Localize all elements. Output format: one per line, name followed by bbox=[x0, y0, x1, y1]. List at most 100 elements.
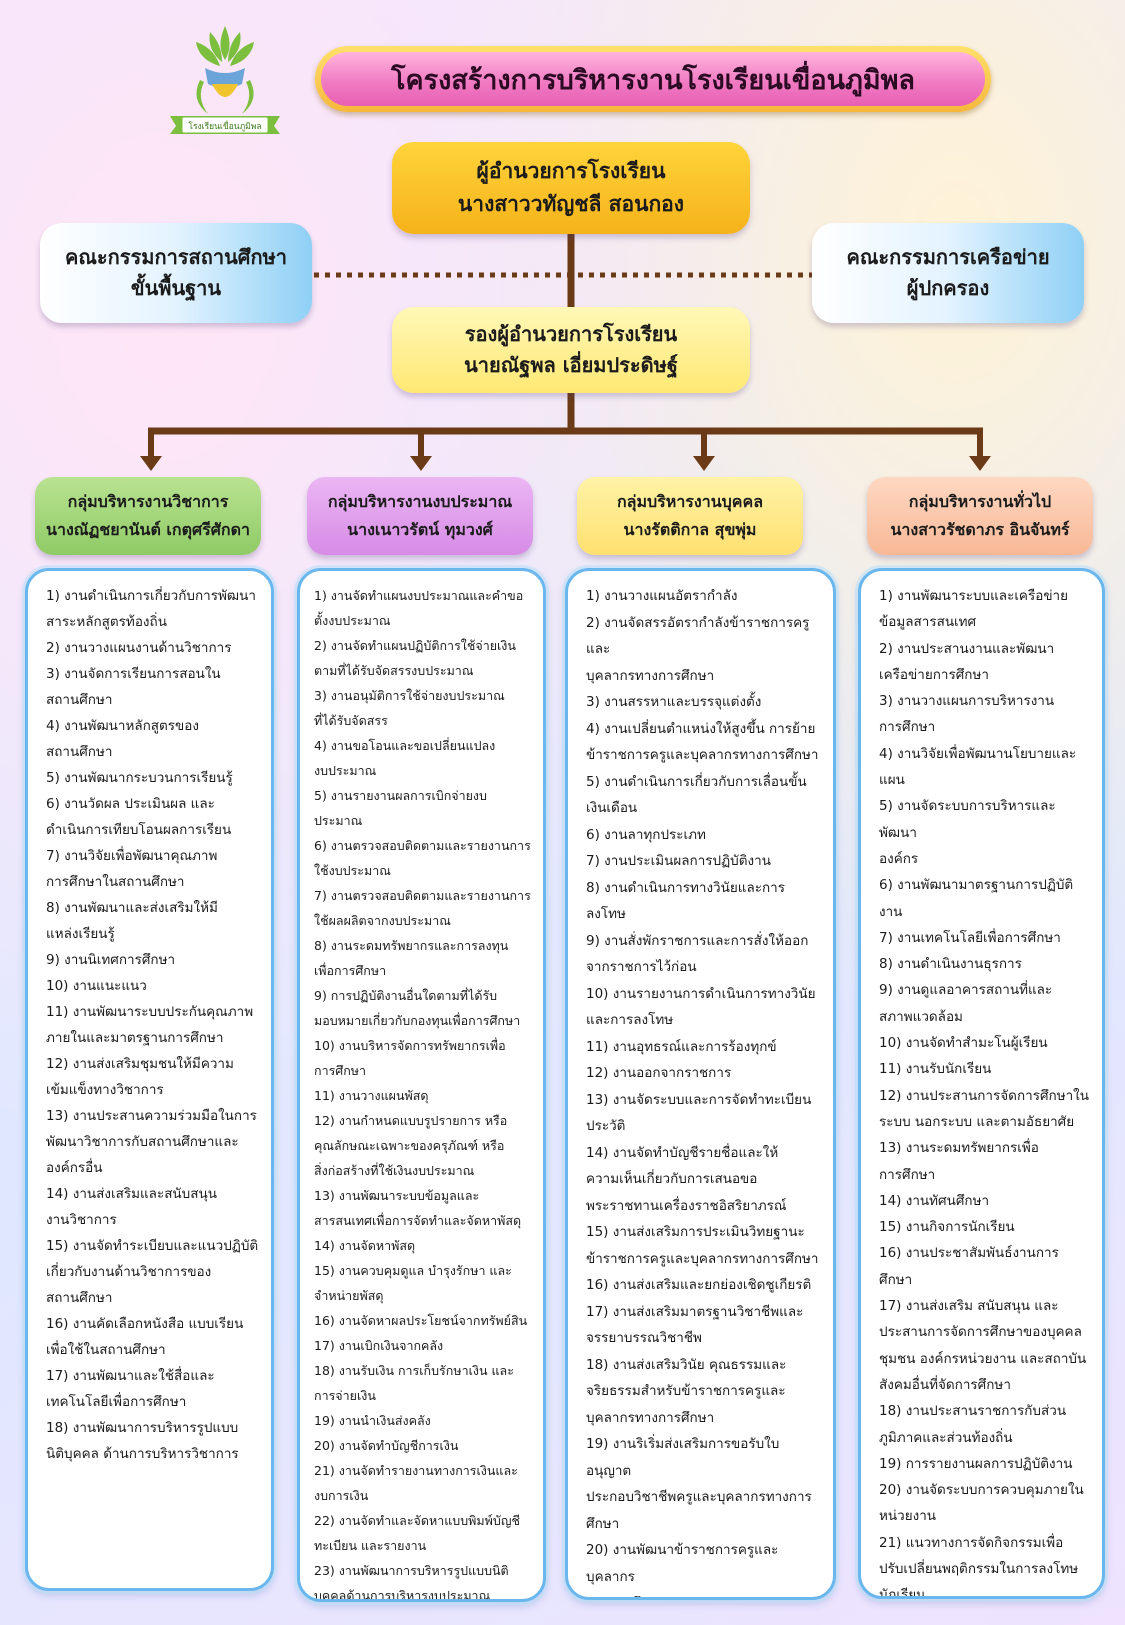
task-item: 16) งานคัดเลือกหนังสือ แบบเรียน bbox=[46, 1316, 244, 1332]
group-title: กลุ่มบริหารงานบุคคล bbox=[616, 492, 763, 511]
task-item: 22) งานจัดทำและจัดหาแบบพิมพ์บัญชี bbox=[314, 1513, 520, 1528]
task-item: แหล่งเรียนรู้ bbox=[46, 926, 115, 942]
task-item: ดำเนินการเทียบโอนผลการเรียน bbox=[46, 822, 232, 838]
task-item: 20) งานพัฒนาข้าราชการครูและบุคลากร bbox=[586, 1542, 779, 1585]
task-item: องค์กรอื่น bbox=[46, 1160, 103, 1176]
task-item: 17) งานส่งเสริมมาตรฐานวิชาชีพและ bbox=[586, 1303, 804, 1320]
task-item: 12) งานส่งเสริมชุมชนให้มีความ bbox=[46, 1056, 234, 1072]
task-item: ข้าราชการครูและบุคลากรทางการศึกษา bbox=[586, 747, 819, 763]
task-item: ใช้งบประมาณ bbox=[314, 863, 391, 878]
task-item: 15) งานควบคุมดูแล บำรุงรักษา และ bbox=[314, 1263, 512, 1278]
task-item: นักเรียน bbox=[879, 1587, 926, 1599]
deputy-name: นายณัฐพล เอี่ยมประดิษฐ์ bbox=[464, 353, 678, 377]
task-item: 11) งานพัฒนาระบบประกันคุณภาพ bbox=[46, 1004, 254, 1020]
task-item: งบการเงิน bbox=[314, 1488, 369, 1503]
task-item: ทะเบียน และรายงาน bbox=[314, 1538, 427, 1553]
task-item: ความเห็นเกี่ยวกับการเสนอขอ bbox=[586, 1171, 758, 1187]
task-item: 15) งานจัดทำระเบียบและแนวปฏิบัติ bbox=[46, 1238, 259, 1254]
task-item: 21) แนวทางการจัดกิจกรรมเพื่อ bbox=[879, 1534, 1064, 1551]
task-item: การศึกษา bbox=[879, 1166, 936, 1183]
task-item: บุคลากรทางการศึกษา bbox=[586, 667, 715, 684]
director-name: นางสาววทัญชลี สอนกอง bbox=[457, 192, 685, 216]
task-item: 15) งานกิจการนักเรียน bbox=[879, 1219, 1015, 1236]
task-item: ประสานการจัดการศึกษาของบุคคล bbox=[879, 1324, 1082, 1341]
group-head-academic: กลุ่มบริหารงานวิชาการ นางณัฏชยานันต์ เกต… bbox=[35, 477, 261, 555]
task-item: 3) งานวางแผนการบริหารงาน bbox=[879, 693, 1055, 710]
task-item: จรรยาบรรณวิชาชีพ bbox=[586, 1330, 702, 1346]
task-item: 7) งานตรวจสอบติดตามและรายงานการ bbox=[314, 888, 531, 903]
task-item: ประวัติ bbox=[586, 1118, 626, 1134]
task-item: 10) งานบริหารจัดการทรัพยากรเพื่อ bbox=[314, 1038, 506, 1053]
task-item: 3) งานอนุมัติการใช้จ่ายงบประมาณ bbox=[314, 688, 505, 703]
task-item: 2) งานประสานงานและพัฒนา bbox=[879, 640, 1055, 657]
group-title: กลุ่มบริหารงานงบประมาณ bbox=[327, 492, 513, 511]
school-logo: โรงเรียนเขื่อนภูมิพล bbox=[160, 18, 290, 138]
task-item: การศึกษา bbox=[879, 719, 936, 736]
task-item: คุณลักษณะเฉพาะของครุภัณฑ์ หรือ bbox=[314, 1138, 505, 1153]
task-item: 17) งานพัฒนาและใช้สื่อและ bbox=[46, 1368, 215, 1384]
task-item: 17) งานเบิกเงินจากคลัง bbox=[314, 1338, 444, 1353]
task-item: 8) งานดำเนินงานธุรการ bbox=[879, 956, 1022, 973]
board-right-line2: ผู้ปกครอง bbox=[906, 276, 990, 300]
task-item: 4) งานเปลี่ยนตำแหน่งให้สูงขึ้น การย้าย bbox=[586, 720, 816, 737]
task-item: 21) งานจัดทำรายงานทางการเงินและ bbox=[314, 1463, 518, 1478]
task-item: บุคคลด้านการบริหารงบประมาณ bbox=[314, 1588, 491, 1602]
task-item: 13) งานจัดระบบและการจัดทำทะเบียน bbox=[586, 1091, 812, 1108]
task-item: 13) งานประสานความร่วมมือในการ bbox=[46, 1108, 257, 1124]
task-item: และการลงโทษ bbox=[586, 1012, 674, 1028]
task-item: 14) งานจัดทำบัญชีรายชื่อและให้ bbox=[586, 1144, 779, 1161]
deputy-position: รองผู้อำนวยการโรงเรียน bbox=[464, 322, 678, 346]
task-item: 20) งานจัดระบบการควบคุมภายใน bbox=[879, 1482, 1084, 1499]
task-item: การศึกษาในสถานศึกษา bbox=[46, 874, 185, 890]
group-head-personnel: กลุ่มบริหารงานบุคคล นางรัตติกาล สุขพุ่ม bbox=[577, 477, 803, 555]
task-item: 14) งานทัศนศึกษา bbox=[879, 1192, 990, 1209]
task-item: 13) งานพัฒนาระบบข้อมูลและ bbox=[314, 1188, 480, 1203]
task-item: 7) งานประเมินผลการปฏิบัติงาน bbox=[586, 853, 771, 869]
task-item: ใช้ผลผลิตจากงบประมาณ bbox=[314, 913, 451, 928]
task-item: 6) งานวัดผล ประเมินผล และ bbox=[46, 796, 215, 812]
arrow-1 bbox=[140, 456, 162, 471]
task-item: งานวิชาการ bbox=[46, 1212, 117, 1228]
task-item: 12) งานกำหนดแบบรูปรายการ หรือ bbox=[314, 1113, 508, 1128]
task-item: สภาพแวดล้อม bbox=[879, 1008, 963, 1025]
task-item: ทางการศึกษา bbox=[586, 1590, 823, 1597]
group-title: กลุ่มบริหารงานทั่วไป bbox=[908, 492, 1052, 511]
director-node: ผู้อำนวยการโรงเรียน นางสาววทัญชลี สอนกอง bbox=[392, 142, 750, 234]
task-item: เครือข่ายการศึกษา bbox=[879, 666, 989, 683]
task-item: 6) งานตรวจสอบติดตามและรายงานการ bbox=[314, 838, 531, 853]
board-left-line1: คณะกรรมการสถานศึกษา bbox=[65, 245, 287, 269]
task-item: เงินเดือน bbox=[586, 800, 638, 816]
group-head-name: นางเนาวรัตน์ ทุมวงศ์ bbox=[347, 520, 493, 539]
deputy-director-node: รองผู้อำนวยการโรงเรียน นายณัฐพล เอี่ยมปร… bbox=[392, 307, 750, 393]
task-item: ศึกษา bbox=[586, 1515, 620, 1532]
page-title: โครงสร้างการบริหารงานโรงเรียนเขื่อนภูมิพ… bbox=[321, 52, 985, 106]
basic-education-board-node: คณะกรรมการสถานศึกษา ขั้นพื้นฐาน bbox=[40, 223, 312, 323]
task-item: ปรับเปลี่ยนพฤติกรรมในการลงโทษ bbox=[879, 1560, 1079, 1577]
task-item: ข้อมูลสารสนเทศ bbox=[879, 614, 977, 631]
task-item: เกี่ยวกับงานด้านวิชาการของ bbox=[46, 1264, 212, 1280]
arrow-2 bbox=[410, 456, 432, 471]
task-item: 1) งานวางแผนอัตรากำลัง bbox=[586, 588, 738, 604]
task-item: ชุมชน องค์กรหน่วยงาน และสถาบัน bbox=[879, 1350, 1087, 1367]
task-item: 20) งานจัดทำบัญชีการเงิน bbox=[314, 1438, 459, 1453]
task-item: 11) งานอุทธรณ์และการร้องทุกข์ bbox=[586, 1038, 777, 1055]
task-list-academic: 1) งานดำเนินการเกี่ยวกับการพัฒนาสาระหลัก… bbox=[25, 568, 274, 1591]
task-item: สารสนเทศเพื่อการจัดทำและจัดหาพัสดุ bbox=[314, 1213, 522, 1228]
task-item: บุคลากรทางการศึกษา bbox=[586, 1409, 715, 1426]
board-right-line1: คณะกรรมการเครือข่าย bbox=[846, 245, 1050, 269]
task-item: 1) งานจัดทำแผนงบประมาณและคำขอ bbox=[314, 588, 524, 603]
task-item: การศึกษา bbox=[314, 1063, 367, 1078]
task-item: 9) งานดูแลอาคารสถานที่และ bbox=[879, 982, 1053, 999]
task-item: 8) งานดำเนินการทางวินัยและการลงโทษ bbox=[586, 879, 785, 923]
task-item: 5) งานพัฒนากระบวนการเรียนรู้ bbox=[46, 770, 233, 786]
task-item: 7) งานเทคโนโลยีเพื่อการศึกษา bbox=[879, 929, 1061, 946]
task-item: 1) งานพัฒนาระบบและเครือข่าย bbox=[879, 588, 1069, 604]
task-item: 15) งานส่งเสริมการประเมินวิทยฐานะ bbox=[586, 1224, 805, 1240]
task-item: 18) งานประสานราชการกับส่วน bbox=[879, 1403, 1067, 1420]
task-item: 2) งานจัดสรรอัตรากำลังข้าราชการครูและ bbox=[586, 614, 810, 658]
task-item: องค์กร bbox=[879, 850, 919, 867]
task-item: 9) การปฏิบัติงานอื่นใดตามที่ได้รับ bbox=[314, 988, 498, 1003]
task-item: 7) งานวิจัยเพื่อพัฒนาคุณภาพ bbox=[46, 848, 218, 864]
task-item: เพื่อการศึกษา bbox=[314, 963, 387, 978]
